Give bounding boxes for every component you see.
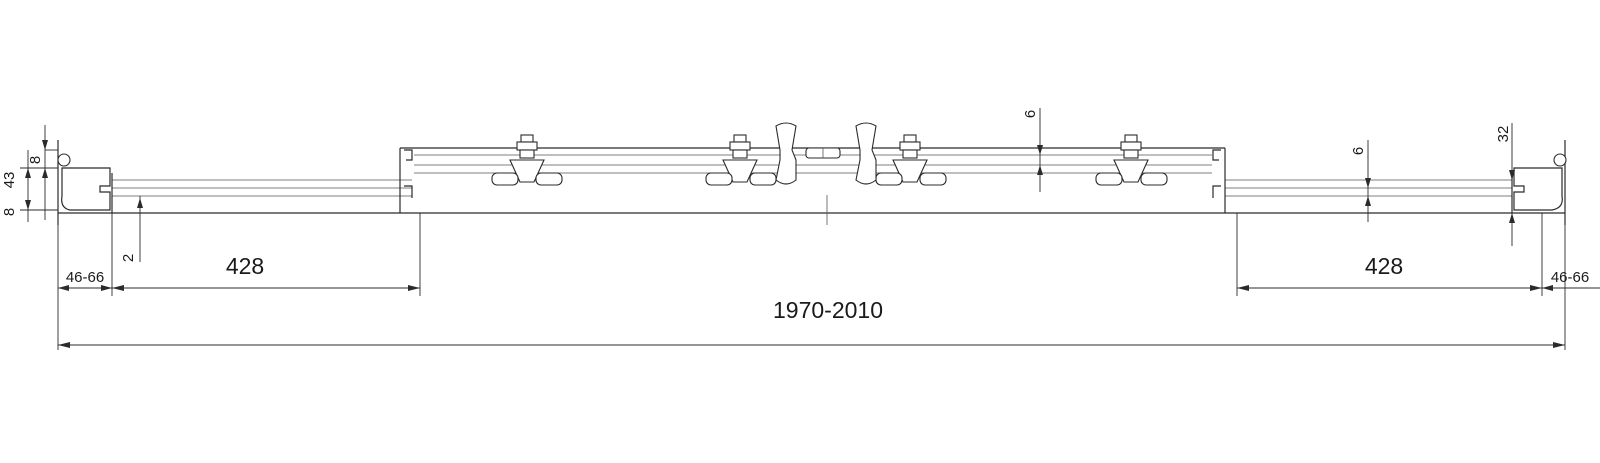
dim-right-offset: 6 bbox=[1350, 140, 1371, 222]
right-depth-label: 32 bbox=[1495, 126, 1512, 143]
center-offset-label: 6 bbox=[1022, 110, 1039, 118]
dim-right-depth: 32 bbox=[1495, 123, 1515, 246]
handle-left bbox=[775, 122, 797, 185]
dim-center-offset: 6 bbox=[1022, 108, 1043, 192]
left-adjust-label: 46-66 bbox=[66, 269, 104, 286]
main-rail bbox=[58, 173, 1565, 214]
roller-2 bbox=[705, 134, 777, 186]
dim-left-vertical: 8 43 8 bbox=[1, 125, 58, 222]
right-wall-profile bbox=[1513, 140, 1567, 225]
gap-label: 2 bbox=[120, 254, 137, 262]
center-seal bbox=[805, 147, 841, 159]
roller-1 bbox=[491, 134, 563, 186]
profile-bottom-label: 8 bbox=[1, 208, 18, 216]
overall-width-label: 1970-2010 bbox=[773, 297, 883, 323]
profile-top-label: 8 bbox=[27, 156, 44, 164]
profile-depth-label: 43 bbox=[1, 172, 18, 189]
dim-left-adjust: 46-66 bbox=[58, 213, 113, 296]
dim-overall: 1970-2010 bbox=[57, 225, 1566, 350]
dim-right-adjust: 46-66 bbox=[1541, 213, 1600, 296]
roller-4 bbox=[1095, 134, 1168, 186]
left-wall-profile bbox=[57, 140, 111, 225]
right-adjust-label: 46-66 bbox=[1551, 269, 1589, 286]
dim-gap: 2 bbox=[120, 196, 143, 262]
right-door-label: 428 bbox=[1365, 253, 1403, 279]
dim-left-door: 428 bbox=[112, 213, 421, 296]
right-offset-label: 6 bbox=[1350, 147, 1367, 155]
roller-3 bbox=[875, 134, 947, 186]
dim-right-door: 428 bbox=[1236, 213, 1542, 296]
handle-right bbox=[855, 122, 877, 185]
left-door-label: 428 bbox=[226, 253, 264, 279]
